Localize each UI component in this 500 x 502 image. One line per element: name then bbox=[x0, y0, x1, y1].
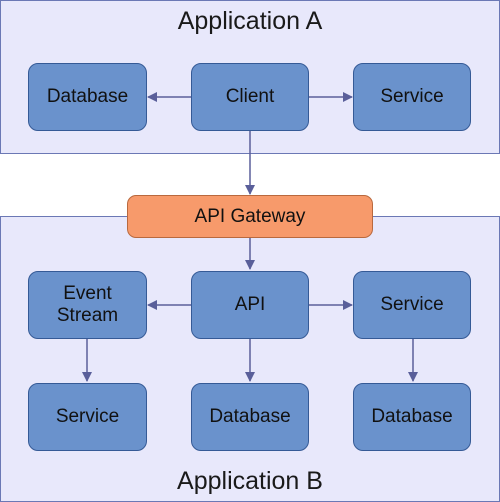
api-box[interactable]: API bbox=[191, 271, 309, 339]
service-label: Service bbox=[380, 86, 444, 107]
api-label: API bbox=[234, 294, 266, 315]
service-box-b-bottom[interactable]: Service bbox=[28, 383, 147, 451]
api-gateway-label: API Gateway bbox=[194, 205, 306, 227]
api-gateway-box[interactable]: API Gateway bbox=[127, 195, 373, 238]
application-b-region bbox=[0, 216, 500, 502]
database-box-b-right[interactable]: Database bbox=[353, 383, 471, 451]
service-label: Service bbox=[380, 294, 444, 315]
service-label: Service bbox=[55, 406, 120, 427]
client-box[interactable]: Client bbox=[191, 63, 309, 131]
event-stream-box[interactable]: Event Stream bbox=[28, 271, 147, 339]
database-box-a[interactable]: Database bbox=[28, 63, 147, 131]
database-label: Database bbox=[209, 406, 291, 427]
service-box-b-top[interactable]: Service bbox=[353, 271, 471, 339]
application-a-title: Application A bbox=[177, 7, 323, 35]
database-label: Database bbox=[371, 406, 453, 427]
database-box-b-middle[interactable]: Database bbox=[191, 383, 309, 451]
client-label: Client bbox=[225, 86, 275, 107]
application-b-title: Application B bbox=[177, 467, 323, 495]
event-stream-label: Event Stream bbox=[56, 283, 119, 326]
database-label: Database bbox=[46, 86, 129, 107]
service-box-a[interactable]: Service bbox=[353, 63, 471, 131]
